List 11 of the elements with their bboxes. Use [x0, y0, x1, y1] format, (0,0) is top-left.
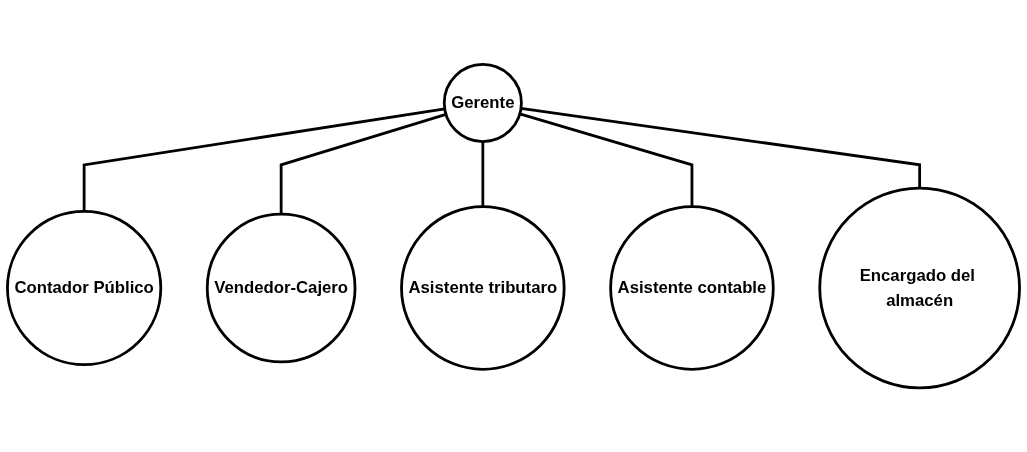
- node-circle: Vendedor-Cajero: [205, 212, 357, 364]
- connector: [279, 112, 447, 214]
- node-circle: Contador Público: [6, 209, 163, 366]
- connector: [82, 107, 445, 212]
- node-circle: Gerente: [442, 62, 523, 143]
- node-circle: Asistente contable: [609, 205, 775, 371]
- connector: [520, 106, 922, 188]
- connector: [481, 141, 485, 207]
- node-circle: Asistente tributaro: [400, 205, 566, 371]
- connector: [519, 112, 694, 207]
- node-circle: Encargado del almacén: [818, 186, 1021, 390]
